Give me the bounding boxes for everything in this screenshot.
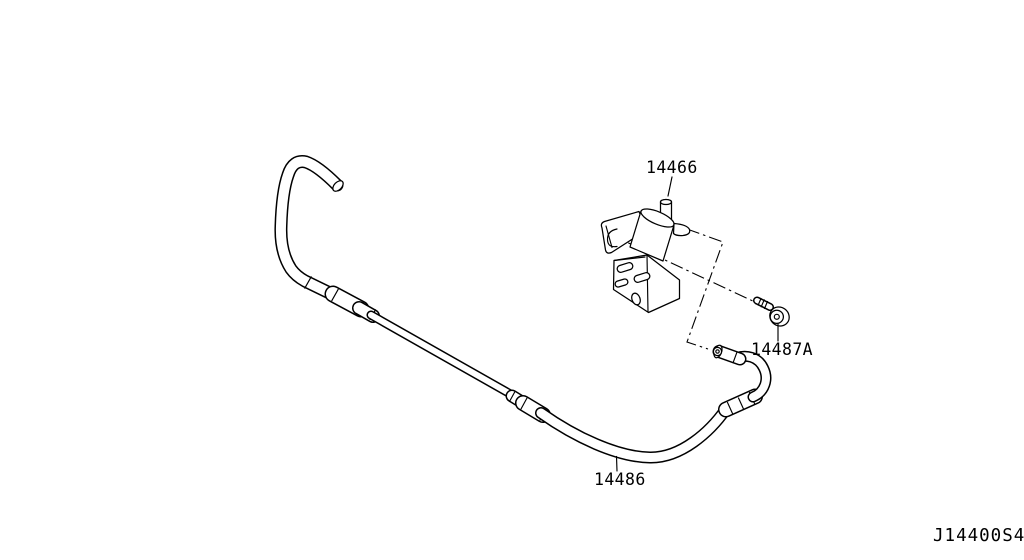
- part-label-14486[interactable]: 14486: [594, 470, 646, 489]
- hose-open-end-cap: [332, 180, 344, 192]
- screw-drawing: [753, 296, 790, 327]
- solenoid-valve-drawing: [600, 198, 691, 314]
- valve-side-port: [672, 222, 691, 237]
- vacuum-hose-drawing: [274, 155, 772, 464]
- hose-eyelet: [712, 346, 723, 357]
- diagram-code: J14400S4: [933, 526, 1024, 546]
- part-label-14487A[interactable]: 14487A: [751, 340, 814, 359]
- leader-lines: [615, 176, 779, 472]
- part-label-14466[interactable]: 14466: [646, 158, 698, 177]
